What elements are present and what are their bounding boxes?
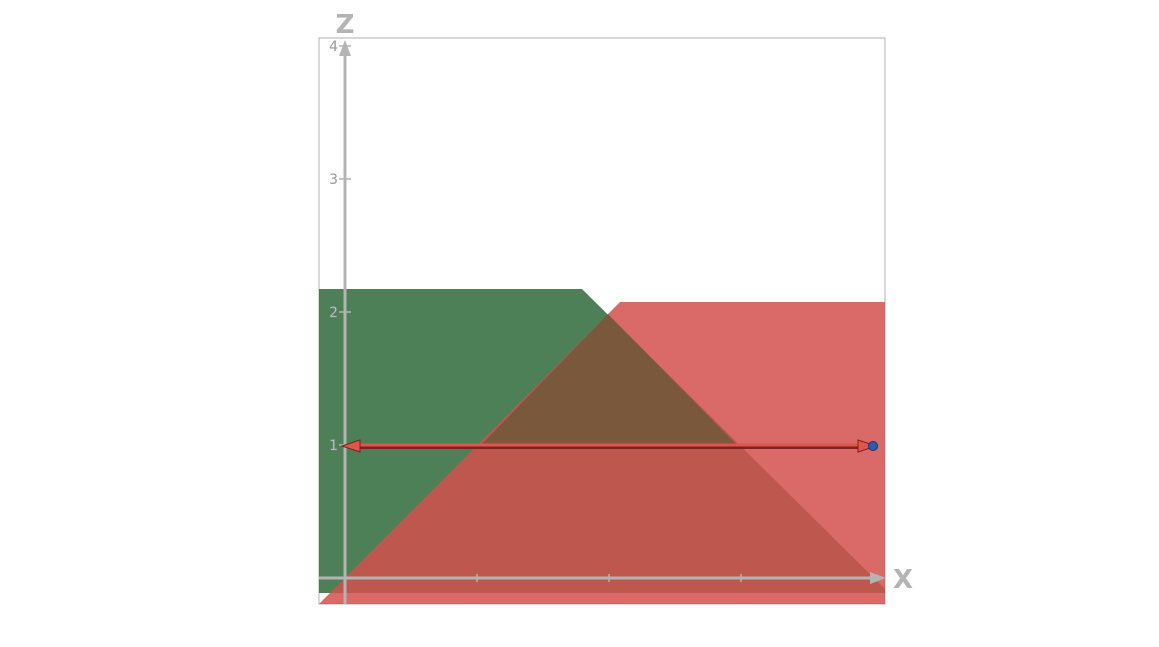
vector-arrowhead-left: [340, 439, 361, 453]
red-plane[interactable]: [319, 302, 885, 604]
z-tick-label: 4: [329, 39, 338, 55]
point-marker[interactable]: [868, 441, 878, 451]
z-tick-label: 2: [329, 305, 338, 321]
z-tick-label: 3: [329, 172, 338, 188]
x-axis-ticks: [476, 574, 742, 582]
z-axis-arrowhead: [339, 40, 351, 56]
z-axis-label: Z: [336, 10, 355, 40]
x-axis-label: X: [893, 565, 913, 595]
x-axis-arrowhead: [870, 572, 886, 584]
z-tick-label: 1: [329, 438, 338, 454]
vector-arrowhead-right: [857, 439, 878, 453]
z-axis-ticks: 1 2 3 4: [329, 39, 351, 454]
plane-intersection-region: [480, 314, 738, 446]
